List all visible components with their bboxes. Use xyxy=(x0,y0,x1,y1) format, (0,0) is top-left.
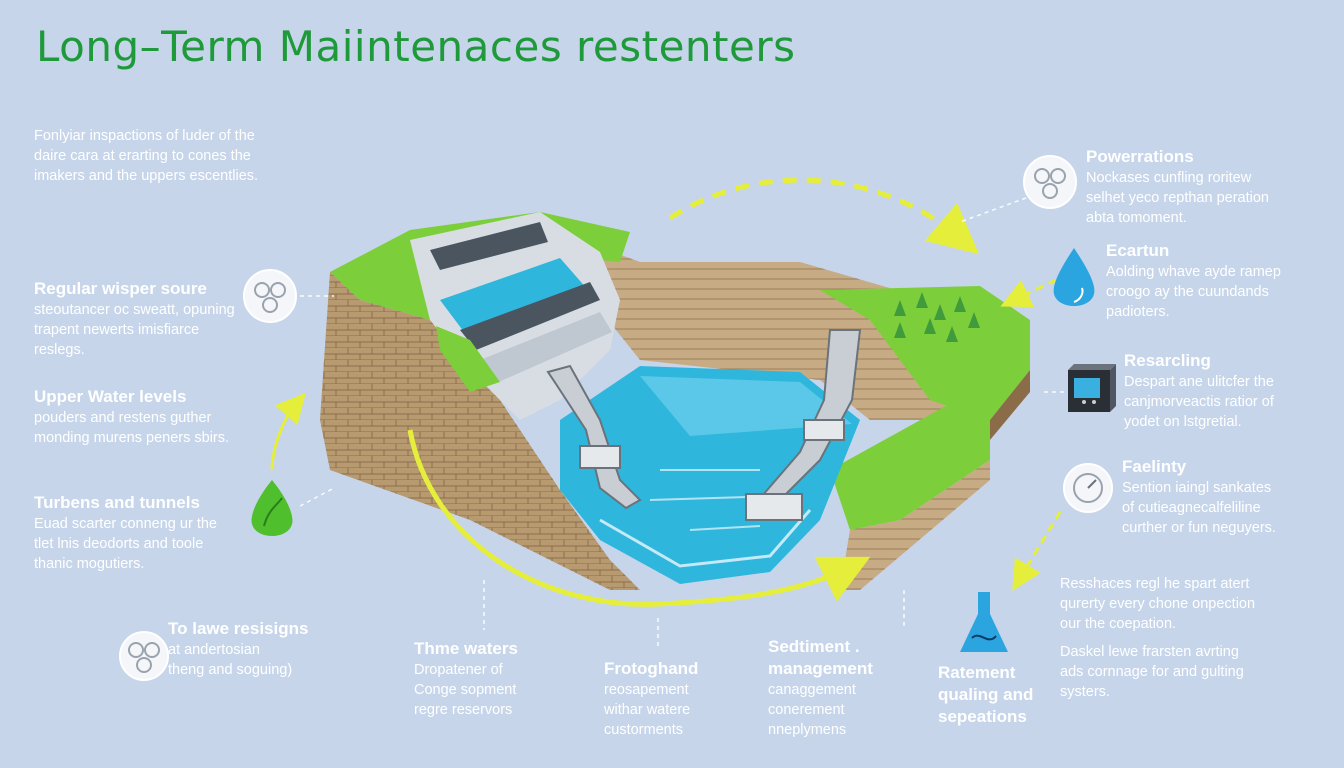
block-line: ads cornnage for and gulting xyxy=(1060,664,1244,680)
water-drop-icon xyxy=(1053,248,1095,306)
left-block-resisigns: To lawe resisigns at andertosian theng a… xyxy=(168,618,308,680)
flask-icon xyxy=(960,592,1008,652)
left-block-turbines: Turbens and tunnels Euad scarter conneng… xyxy=(34,492,217,574)
block-line: of cutieagnecalfeliline xyxy=(1122,500,1261,516)
block-line: reosapement xyxy=(604,682,689,698)
block-line: thanic mogutiers. xyxy=(34,556,145,572)
block-line: Sention iaingl sankates xyxy=(1122,480,1272,496)
right-block-daskel: Daskel lewe frarsten avrting ads cornnag… xyxy=(1060,642,1244,702)
bottom-flow-arrow xyxy=(407,429,871,607)
gauge-icon xyxy=(1063,463,1113,513)
block-line: selhet yeco repthan peration xyxy=(1086,190,1269,206)
block-heading: Faelinty xyxy=(1122,457,1187,476)
block-line: Daskel lewe frarsten avrting xyxy=(1060,644,1239,660)
gear-cluster-icon xyxy=(119,631,169,681)
control-box-icon xyxy=(1068,364,1116,412)
block-line: curther or fun neguyers. xyxy=(1122,520,1276,536)
block-line: Conge sopment xyxy=(414,682,517,698)
left-flow-arrow xyxy=(270,392,306,471)
gear-cluster-icon xyxy=(1023,155,1077,209)
bottom-block-frotoghand: Frotoghand reosapement withar watere cus… xyxy=(604,658,698,740)
block-line: Despart ane ulitcfer the xyxy=(1124,374,1274,390)
right-lower-flow-arrow xyxy=(1012,511,1062,591)
right-turbine-housing xyxy=(745,493,803,521)
block-line: management xyxy=(768,659,873,678)
block-line: systers. xyxy=(1060,684,1110,700)
right-block-resarcling: Resarcling Despart ane ulitcfer the canj… xyxy=(1124,350,1274,432)
block-heading: Sedtiment . xyxy=(768,637,860,656)
left-turbine-housing xyxy=(579,445,621,469)
block-line: abta tomoment. xyxy=(1086,210,1187,226)
left-block-water-levels: Upper Water levels pouders and restens g… xyxy=(34,386,229,448)
block-heading: Ratement xyxy=(938,663,1016,682)
block-line: Fonlyiar inspactions of luder of the xyxy=(34,128,255,144)
trees xyxy=(894,292,980,342)
left-penstock xyxy=(546,364,642,510)
block-line: withar watere xyxy=(604,702,691,718)
block-line: trapent newerts imisfiarce xyxy=(34,322,200,338)
block-heading: Regular wisper soure xyxy=(34,279,207,298)
block-line: canjmorveactis ratior of xyxy=(1124,394,1274,410)
block-line: at andertosian xyxy=(168,642,260,658)
top-flow-arrow xyxy=(668,177,980,255)
block-line: imakers and the uppers escentlies. xyxy=(34,168,259,184)
block-line: theng and soguing) xyxy=(168,662,293,678)
block-line: qualing and xyxy=(938,685,1034,704)
block-line: canaggement xyxy=(768,682,856,698)
block-heading: Upper Water levels xyxy=(34,387,187,406)
block-line: pouders and restens guther xyxy=(34,410,212,426)
bottom-block-waters: Thme waters Dropatener of Conge sopment … xyxy=(414,638,518,720)
right-block-ecartun: Ecartun Aolding whave ayde ramep croogo … xyxy=(1106,240,1281,322)
left-block-inspections: Fonlyiar inspactions of luder of the dai… xyxy=(34,126,258,186)
block-line: nneplymens xyxy=(768,722,847,738)
page-title: Long–Term Maiintenaces restenters xyxy=(36,22,796,71)
right-grass-plateau xyxy=(820,286,1030,420)
block-line: padioters. xyxy=(1106,304,1170,320)
left-block-regular: Regular wisper soure steoutancer oc swea… xyxy=(34,278,235,360)
bottom-block-sediment: Sedtiment . management canaggement coner… xyxy=(768,636,873,740)
back-earth-wall xyxy=(548,228,1000,420)
right-flow-arrow xyxy=(1000,278,1057,308)
block-line: sepeations xyxy=(938,707,1027,726)
block-heading: Powerrations xyxy=(1086,147,1194,166)
block-heading: Thme waters xyxy=(414,639,518,658)
block-heading: To lawe resisigns xyxy=(168,619,309,638)
block-line: qurerty every chone onpection xyxy=(1060,596,1256,612)
block-heading: Turbens and tunnels xyxy=(34,493,200,512)
block-line: Dropatener of xyxy=(414,662,503,678)
block-line: yodet on lstgretial. xyxy=(1124,414,1242,430)
block-line: Resshaces regl he spart atert xyxy=(1060,576,1250,592)
block-line: conerement xyxy=(768,702,845,718)
block-line: our the coepation. xyxy=(1060,616,1177,632)
leaf-drop-icon xyxy=(251,480,293,536)
block-line: reslegs. xyxy=(34,342,85,358)
block-line: tlet lnis deodorts and toole xyxy=(34,536,204,552)
block-line: custorments xyxy=(604,722,683,738)
block-line: steoutancer oc sweatt, opuning xyxy=(34,302,235,318)
block-line: croogo ay the cuundands xyxy=(1106,284,1269,300)
left-brick-wall xyxy=(320,272,640,590)
block-line: Aolding whave ayde ramep xyxy=(1106,264,1281,280)
block-line: Nockases cunfling roritew xyxy=(1086,170,1252,186)
block-heading: Frotoghand xyxy=(604,659,699,678)
block-line: daire cara at erarting to cones the xyxy=(34,148,251,164)
block-line: regre reservors xyxy=(414,702,513,718)
right-block-powerrations: Powerrations Nockases cunfling roritew s… xyxy=(1086,146,1269,228)
block-heading: Ecartun xyxy=(1106,241,1170,260)
block-heading: Resarcling xyxy=(1124,351,1211,370)
bottom-block-ratement: Ratement qualing and sepeations xyxy=(938,662,1033,728)
right-front-slope xyxy=(830,398,990,530)
right-block-faelinty: Faelinty Sention iaingl sankates of cuti… xyxy=(1122,456,1276,538)
block-line: Euad scarter conneng ur the xyxy=(34,516,217,532)
right-block-resshaces: Resshaces regl he spart atert qurerty ev… xyxy=(1060,574,1255,634)
gear-cluster-icon xyxy=(243,269,297,323)
block-line: monding murens peners sbirs. xyxy=(34,430,230,446)
